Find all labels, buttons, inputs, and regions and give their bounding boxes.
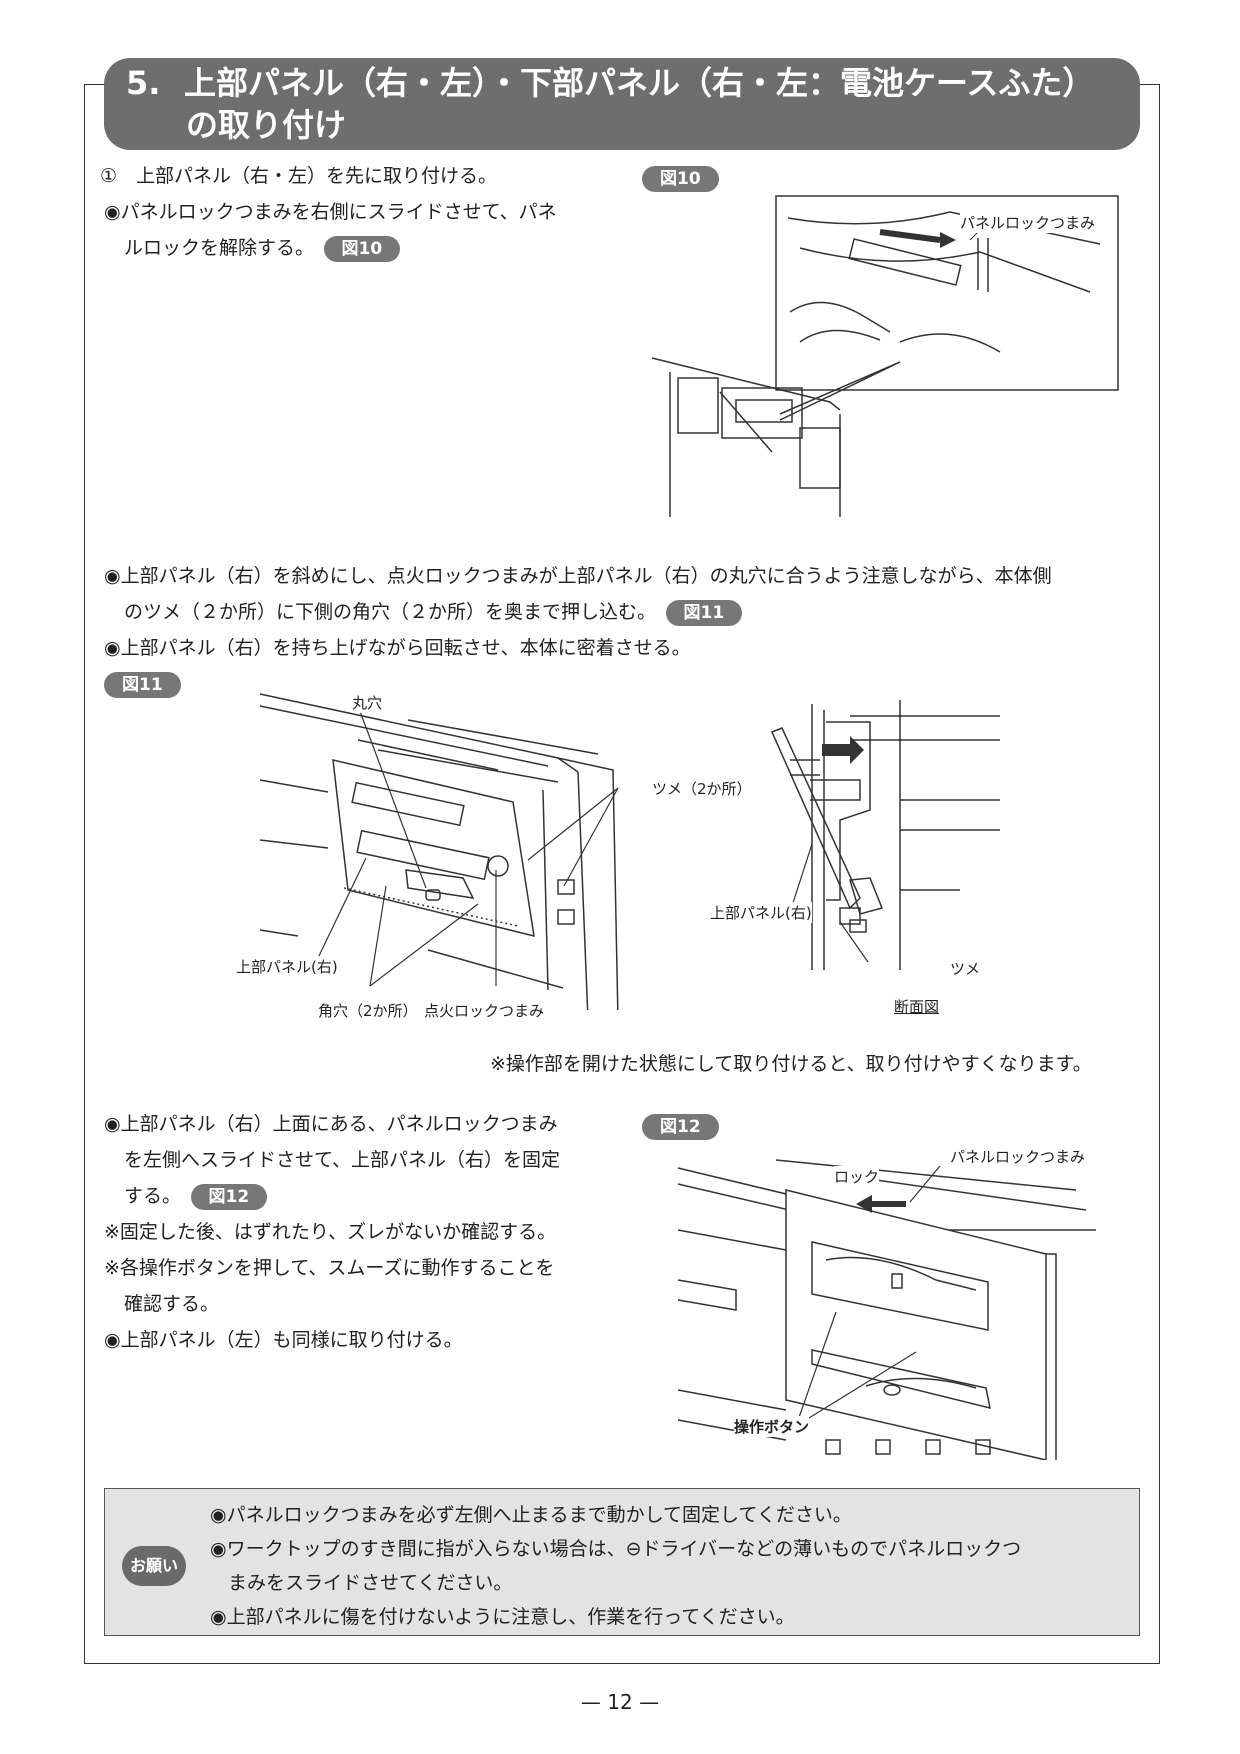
fig11-remark: ※操作部を開けた状態にして取り付けると、取り付けやすくなります。	[490, 1053, 1092, 1075]
p4a: ◉上部パネル（右）上面にある、パネルロックつまみ	[104, 1113, 558, 1135]
fig11-section-claw-label: ツメ	[950, 958, 981, 979]
figure-11-main-illustration	[259, 693, 619, 1010]
fig10-ref-badge: 図10	[323, 235, 401, 262]
p2a: ◉上部パネル（右）を斜めにし、点火ロックつまみが上部パネル（右）の丸穴に合うよう…	[104, 565, 1052, 587]
notice-n1: ◉パネルロックつまみを必ず左側へ止まるまで動かして固定してください。	[210, 1504, 852, 1526]
fig11-ignition-knob-label: 点火ロックつまみ	[424, 1000, 545, 1021]
notice-badge: お願い	[122, 1546, 186, 1586]
fig10-badge: 図10	[642, 166, 719, 192]
section-number: 5.	[126, 64, 161, 102]
p4b: を左側へスライドさせて、上部パネル（右）を固定	[124, 1149, 561, 1171]
p2b: のツメ（２か所）に下側の角穴（２か所）を奥まで押し込む。	[124, 601, 647, 623]
step1-p1b: ルロックを解除する。	[124, 237, 305, 259]
step1-p1b-line: ルロックを解除する。 図10	[124, 230, 401, 266]
p6a: ※各操作ボタンを押して、スムーズに動作することを	[104, 1257, 555, 1279]
p4c: する。	[124, 1185, 172, 1207]
section-header: 5. 上部パネル（右・左）・下部パネル（右・左：電池ケースふた） の取り付け	[104, 58, 1140, 150]
step1-title: ① 上部パネル（右・左）を先に取り付ける。	[100, 165, 498, 187]
fig11-round-hole-label: 丸穴	[352, 692, 383, 713]
fig11-upper-panel-label: 上部パネル(右)	[236, 956, 338, 977]
fig11-section-view-label: 断面図	[894, 996, 940, 1017]
fig12-buttons-label: 操作ボタン	[734, 1416, 810, 1437]
p3: ◉上部パネル（右）を持ち上げながら回転させ、本体に密着させる。	[104, 637, 691, 659]
fig10-knob-label: パネルロックつまみ	[960, 212, 1096, 233]
fig12-ref-badge: 図12	[190, 1183, 268, 1210]
p6b: 確認する。	[124, 1293, 220, 1315]
notice-n2a: ◉ワークトップのすき間に指が入らない場合は、⊖ドライバーなどの薄いものでパネルロ…	[210, 1538, 1022, 1560]
figure-11-section-illustration	[770, 700, 1000, 970]
p4c-line: する。 図12	[124, 1178, 268, 1214]
fig12-badge: 図12	[642, 1114, 719, 1140]
p2b-line: のツメ（２か所）に下側の角穴（２か所）を奥まで押し込む。 図11	[124, 594, 743, 630]
notice-box	[104, 1488, 1140, 1636]
fig11-square-hole-label: 角穴（2か所）	[318, 1000, 418, 1021]
header-line1: 上部パネル（右・左）・下部パネル（右・左：電池ケースふた）	[184, 64, 1095, 102]
p5: ※固定した後、はずれたり、ズレがないか確認する。	[104, 1221, 557, 1243]
header-line2: の取り付け	[186, 106, 347, 144]
figure-10-illustration	[651, 195, 1119, 517]
fig12-knob-label: パネルロックつまみ	[950, 1146, 1086, 1167]
fig12-lock-label: ロック	[834, 1166, 880, 1187]
step1-p1a: ◉パネルロックつまみを右側にスライドさせて、パネ	[104, 201, 557, 223]
figure-12-illustration	[677, 1159, 1096, 1460]
fig11-badge: 図11	[104, 672, 181, 698]
p7: ◉上部パネル（左）も同様に取り付ける。	[104, 1329, 463, 1351]
fig11-claw-label: ツメ（2か所）	[652, 778, 752, 799]
notice-n3: ◉上部パネルに傷を付けないように注意し、作業を行ってください。	[210, 1606, 795, 1628]
page-number: — 12 —	[580, 1690, 660, 1714]
fig11-section-panel-label: 上部パネル(右)	[710, 902, 812, 923]
fig11-ref-badge: 図11	[665, 599, 743, 626]
notice-n2b: まみをスライドさせてください。	[228, 1572, 513, 1594]
